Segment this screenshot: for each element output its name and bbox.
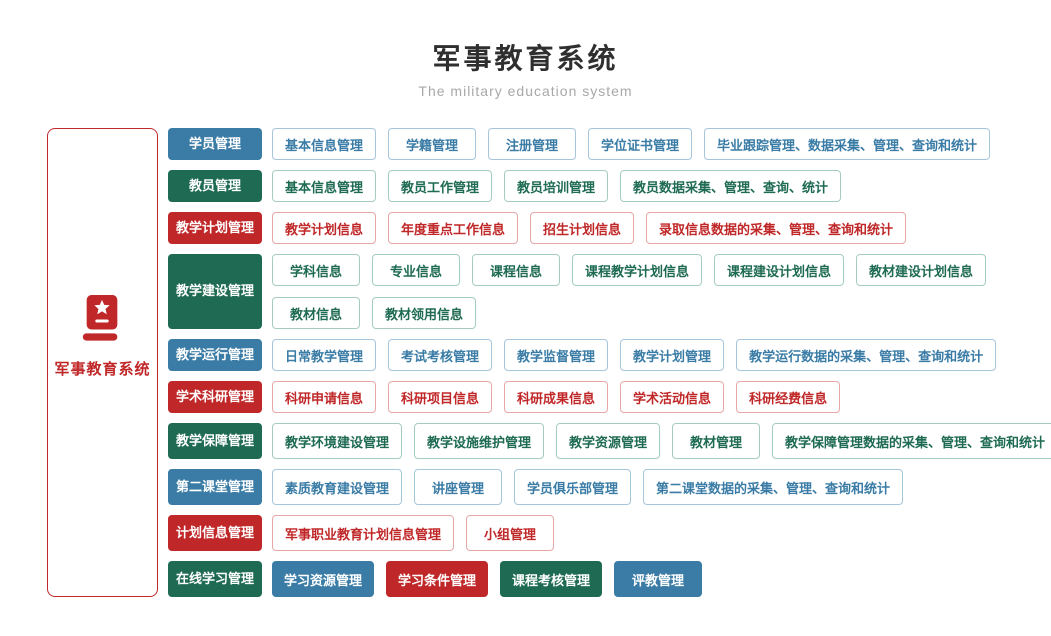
module-rows: 学员管理基本信息管理学籍管理注册管理学位证书管理毕业跟踪管理、数据采集、管理、查… [168,128,1051,597]
item-button[interactable]: 教学运行数据的采集、管理、查询和统计 [736,339,997,371]
item-button[interactable]: 课程信息 [472,254,560,286]
category-button[interactable]: 教学建设管理 [168,254,262,329]
item-button[interactable]: 专业信息 [372,254,460,286]
category-button[interactable]: 计划信息管理 [168,515,262,551]
category-button[interactable]: 教学运行管理 [168,339,262,371]
item-button[interactable]: 科研项目信息 [388,381,493,413]
module-row: 计划信息管理军事职业教育计划信息管理小组管理 [168,515,1051,551]
page-subtitle: The military education system [418,83,633,99]
item-button[interactable]: 课程建设计划信息 [714,254,845,286]
module-row: 教员管理基本信息管理教员工作管理教员培训管理教员数据采集、管理、查询、统计 [168,170,1051,202]
item-line: 基本信息管理学籍管理注册管理学位证书管理毕业跟踪管理、数据采集、管理、查询和统计 [272,128,991,160]
item-lines: 学习资源管理学习条件管理课程考核管理评教管理 [272,561,703,597]
item-button[interactable]: 基本信息管理 [272,128,377,160]
item-button[interactable]: 招生计划信息 [530,212,635,244]
item-lines: 教学环境建设管理教学设施维护管理教学资源管理教材管理教学保障管理数据的采集、管理… [272,423,1051,459]
category-button[interactable]: 学术科研管理 [168,381,262,413]
page-title: 军事教育系统 [432,43,619,74]
category-button[interactable]: 教学计划管理 [168,212,262,244]
item-button[interactable]: 教员培训管理 [504,170,609,202]
item-button[interactable]: 学习条件管理 [386,561,489,597]
system-root-inner: 军事教育系统 [54,294,150,379]
item-button[interactable]: 学习资源管理 [272,561,375,597]
item-button[interactable]: 素质教育建设管理 [272,469,403,505]
item-line: 军事职业教育计划信息管理小组管理 [272,515,555,551]
item-button[interactable]: 教材建设计划信息 [856,254,987,286]
item-lines: 科研申请信息科研项目信息科研成果信息学术活动信息科研经费信息 [272,381,841,413]
item-lines: 日常教学管理考试考核管理教学监督管理教学计划管理教学运行数据的采集、管理、查询和… [272,339,997,371]
item-button[interactable]: 教学计划信息 [272,212,377,244]
system-root-label: 军事教育系统 [54,361,151,378]
module-row: 学员管理基本信息管理学籍管理注册管理学位证书管理毕业跟踪管理、数据采集、管理、查… [168,128,1051,160]
book-star-icon [79,294,125,349]
module-row: 教学计划管理教学计划信息年度重点工作信息招生计划信息录取信息数据的采集、管理、查… [168,212,1051,244]
item-button[interactable]: 教学计划管理 [620,339,725,371]
system-root-node[interactable]: 军事教育系统 [47,128,158,597]
module-row: 第二课堂管理素质教育建设管理讲座管理学员俱乐部管理第二课堂数据的采集、管理、查询… [168,469,1051,505]
diagram: 军事教育系统 学员管理基本信息管理学籍管理注册管理学位证书管理毕业跟踪管理、数据… [47,128,1051,597]
item-button[interactable]: 课程教学计划信息 [572,254,703,286]
page-header: 军事教育系统 The military education system [0,0,1051,99]
category-button[interactable]: 教员管理 [168,170,262,202]
item-button[interactable]: 科研经费信息 [736,381,841,413]
category-button[interactable]: 教学保障管理 [168,423,262,459]
item-lines: 教学计划信息年度重点工作信息招生计划信息录取信息数据的采集、管理、查询和统计 [272,212,907,244]
item-button[interactable]: 教学设施维护管理 [414,423,545,459]
item-button[interactable]: 小组管理 [466,515,555,551]
category-button[interactable]: 学员管理 [168,128,262,160]
module-row: 在线学习管理学习资源管理学习条件管理课程考核管理评教管理 [168,561,1051,597]
item-button[interactable]: 毕业跟踪管理、数据采集、管理、查询和统计 [704,128,991,160]
item-button[interactable]: 考试考核管理 [388,339,493,371]
item-button[interactable]: 学位证书管理 [588,128,693,160]
item-button[interactable]: 科研申请信息 [272,381,377,413]
item-button[interactable]: 年度重点工作信息 [388,212,519,244]
item-button[interactable]: 军事职业教育计划信息管理 [272,515,455,551]
category-button[interactable]: 在线学习管理 [168,561,262,597]
item-button[interactable]: 基本信息管理 [272,170,377,202]
item-button[interactable]: 学科信息 [272,254,360,286]
item-button[interactable]: 教学资源管理 [556,423,661,459]
item-line: 科研申请信息科研项目信息科研成果信息学术活动信息科研经费信息 [272,381,841,413]
item-line: 教学环境建设管理教学设施维护管理教学资源管理教材管理教学保障管理数据的采集、管理… [272,423,1051,459]
item-button[interactable]: 学籍管理 [388,128,477,160]
item-button[interactable]: 第二课堂数据的采集、管理、查询和统计 [643,469,904,505]
module-row: 学术科研管理科研申请信息科研项目信息科研成果信息学术活动信息科研经费信息 [168,381,1051,413]
item-line: 教材信息教材领用信息 [272,297,986,329]
item-button[interactable]: 教员工作管理 [388,170,493,202]
item-lines: 基本信息管理教员工作管理教员培训管理教员数据采集、管理、查询、统计 [272,170,842,202]
item-button[interactable]: 教材管理 [672,423,761,459]
item-lines: 学科信息专业信息课程信息课程教学计划信息课程建设计划信息教材建设计划信息教材信息… [272,254,987,329]
item-lines: 军事职业教育计划信息管理小组管理 [272,515,555,551]
item-button[interactable]: 学术活动信息 [620,381,725,413]
module-row: 教学运行管理日常教学管理考试考核管理教学监督管理教学计划管理教学运行数据的采集、… [168,339,1051,371]
item-button[interactable]: 科研成果信息 [504,381,609,413]
item-button[interactable]: 讲座管理 [414,469,503,505]
item-lines: 素质教育建设管理讲座管理学员俱乐部管理第二课堂数据的采集、管理、查询和统计 [272,469,904,505]
item-line: 基本信息管理教员工作管理教员培训管理教员数据采集、管理、查询、统计 [272,170,842,202]
item-line: 教学计划信息年度重点工作信息招生计划信息录取信息数据的采集、管理、查询和统计 [272,212,907,244]
item-button[interactable]: 教员数据采集、管理、查询、统计 [620,170,842,202]
item-button[interactable]: 教学保障管理数据的采集、管理、查询和统计 [772,423,1051,459]
item-line: 学科信息专业信息课程信息课程教学计划信息课程建设计划信息教材建设计划信息 [272,254,987,286]
item-line: 学习资源管理学习条件管理课程考核管理评教管理 [272,561,703,597]
item-button[interactable]: 教材领用信息 [372,297,477,329]
item-button[interactable]: 注册管理 [488,128,577,160]
module-row: 教学建设管理学科信息专业信息课程信息课程教学计划信息课程建设计划信息教材建设计划… [168,254,1051,329]
category-button[interactable]: 第二课堂管理 [168,469,262,505]
item-button[interactable]: 教材信息 [272,297,360,329]
item-button[interactable]: 日常教学管理 [272,339,377,371]
item-line: 日常教学管理考试考核管理教学监督管理教学计划管理教学运行数据的采集、管理、查询和… [272,339,997,371]
item-button[interactable]: 评教管理 [614,561,703,597]
item-lines: 基本信息管理学籍管理注册管理学位证书管理毕业跟踪管理、数据采集、管理、查询和统计 [272,128,991,160]
item-button[interactable]: 教学监督管理 [504,339,609,371]
item-button[interactable]: 教学环境建设管理 [272,423,403,459]
item-line: 素质教育建设管理讲座管理学员俱乐部管理第二课堂数据的采集、管理、查询和统计 [272,469,904,505]
item-button[interactable]: 课程考核管理 [500,561,603,597]
item-button[interactable]: 录取信息数据的采集、管理、查询和统计 [646,212,907,244]
module-row: 教学保障管理教学环境建设管理教学设施维护管理教学资源管理教材管理教学保障管理数据… [168,423,1051,459]
item-button[interactable]: 学员俱乐部管理 [514,469,632,505]
